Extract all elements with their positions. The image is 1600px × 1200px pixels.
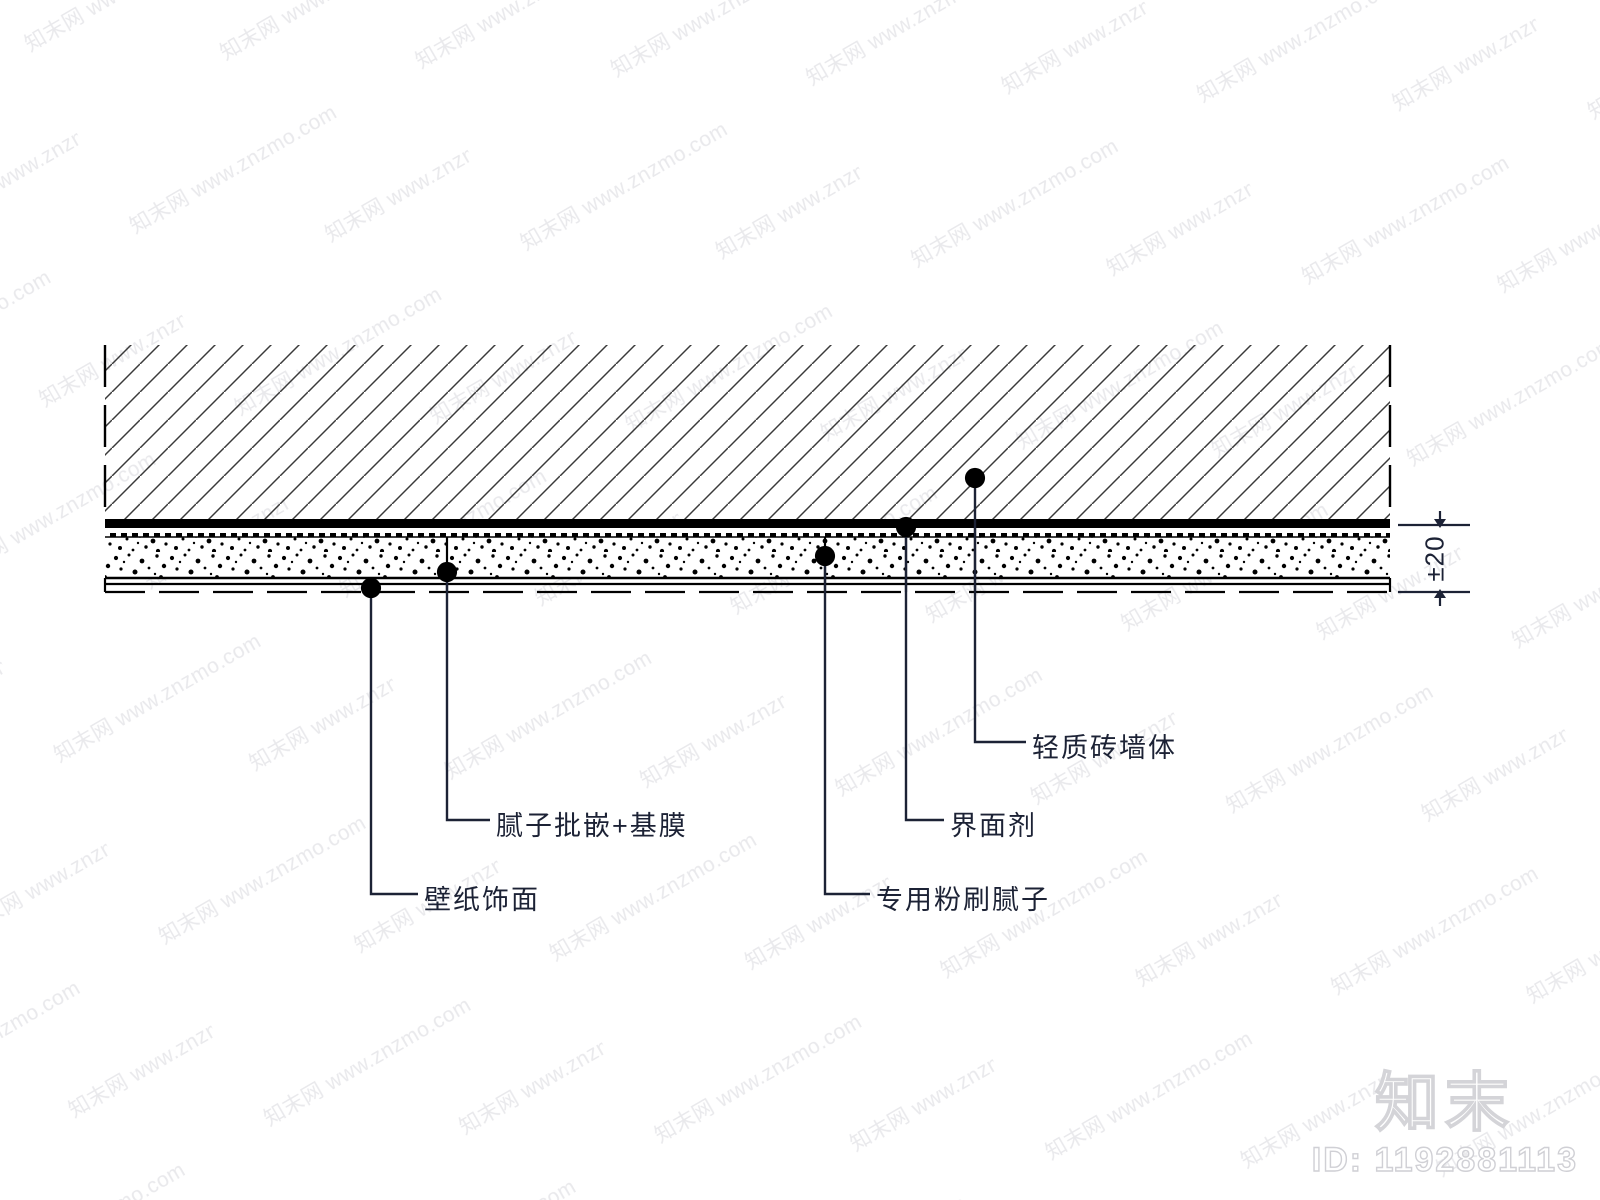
callout-leaders (360, 467, 1026, 896)
dim-arrow-top (1434, 519, 1446, 528)
leader-brick-wall (964, 467, 1026, 744)
leader-interface-agent (895, 516, 944, 822)
leader-putty-base-film (436, 561, 490, 822)
interface-agent-layer (105, 519, 1390, 537)
brick-wall-body (103, 345, 1392, 520)
leader-special-plaster (814, 545, 870, 896)
dim-arrow-bottom (1434, 589, 1446, 598)
wallpaper-finish-layer (103, 578, 1392, 594)
leader-wallpaper-finish (360, 577, 418, 896)
thickness-dimension-group (1398, 511, 1470, 606)
special-plaster-layer (105, 536, 1390, 580)
